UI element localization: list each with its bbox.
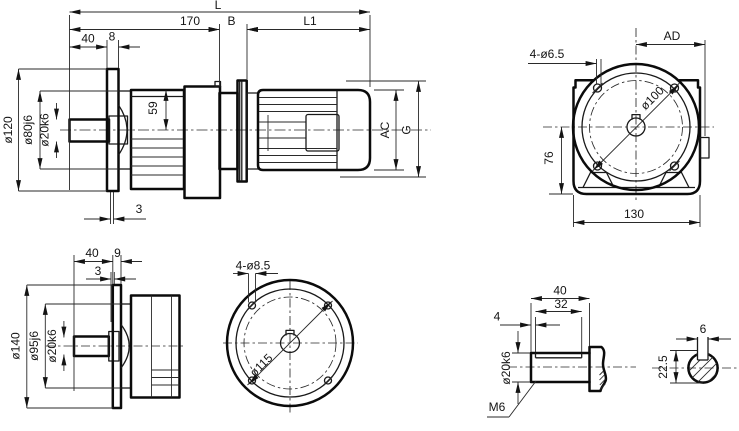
side-tab: [699, 136, 710, 159]
dim-label-AD: AD: [664, 29, 681, 43]
dim-label-M6: M6: [489, 400, 506, 414]
dim-label-130: 130: [624, 207, 644, 221]
collar-break-hatch: [599, 370, 606, 390]
housing-feet: [578, 171, 695, 189]
dim-label-c9: 9: [114, 246, 121, 260]
flange-face-bolt-circle: [243, 296, 337, 390]
side-view: L 170 B L1 40 8 59 ø120 ø80j6 ø20k6 3 AC…: [1, 0, 431, 224]
terminal-box: [305, 113, 340, 152]
dim-label-e-dia20k6: ø20k6: [499, 351, 513, 385]
dim-label-dia120: ø120: [1, 116, 15, 144]
dim-label-key6: 6: [700, 322, 707, 336]
flange-plate: [111, 283, 123, 410]
dim-label-B: B: [227, 14, 235, 28]
dim-label-8: 8: [109, 30, 116, 44]
hole-callout-leader: [528, 59, 602, 86]
section-extension-lines: [670, 350, 703, 384]
flange-housing: [129, 294, 181, 399]
dim-label-4xdia6_5: 4-ø6.5: [530, 47, 565, 61]
bolt-circle-diagonal: [593, 84, 679, 171]
flange-face-inner-circle: [235, 288, 345, 398]
dim-label-AC: AC: [378, 121, 392, 138]
dim-label-e4: 4: [494, 310, 501, 324]
dim-label-e40: 40: [553, 284, 567, 298]
dim-label-dia20k6: ø20k6: [38, 113, 52, 147]
flange-side-view: 40 9 3 ø140 ø95j6 ø20k6: [9, 246, 185, 410]
dim-label-40: 40: [81, 32, 95, 46]
motor-fins: [259, 97, 337, 163]
housing-outline: [572, 79, 702, 196]
gear-housing-ribs: [131, 138, 184, 176]
flange-face-hole-callout: [233, 271, 278, 303]
dim-label-4xdia8_5: 4-ø8.5: [236, 259, 271, 273]
flange-outer-circle: [571, 62, 701, 192]
dim-label-170: 170: [180, 14, 200, 28]
shaft-extension-lines: [512, 303, 590, 383]
dim-label-59: 59: [146, 101, 160, 115]
flange-face-diagonal: [248, 301, 332, 385]
dim-label-dia140: ø140: [9, 332, 23, 360]
side-view-dimension-lines: [16, 9, 421, 222]
dim-label-c40: 40: [85, 246, 99, 260]
dim-label-e32: 32: [554, 297, 568, 311]
section-keyway: [696, 337, 709, 361]
bolt-circle: [589, 80, 683, 174]
shaft-dimension-lines: [487, 296, 590, 418]
bell-arc: [117, 104, 128, 156]
keyway-slot-mask: [696, 350, 709, 360]
section-dimension-lines: [673, 336, 731, 383]
flange-inner-circle: [581, 72, 691, 182]
motor-body: [256, 88, 372, 172]
dim-label-3: 3: [136, 202, 143, 216]
shaft-body: [529, 351, 591, 384]
flange-side-extension-lines: [26, 255, 122, 409]
output-flange: [105, 67, 120, 193]
flange-side-dimension-lines: [24, 259, 142, 408]
flange-bell-arc: [120, 324, 130, 369]
dim-label-22_5: 22.5: [656, 355, 670, 379]
dim-label-G: G: [400, 125, 414, 134]
dim-label-c-dia20k6: ø20k6: [45, 329, 59, 363]
dim-label-c3: 3: [95, 264, 102, 278]
dim-label-dia80j6: ø80j6: [21, 115, 35, 145]
dim-label-76: 76: [542, 151, 556, 165]
flange-face-outer-circle: [225, 278, 355, 408]
dim-label-L1: L1: [303, 14, 317, 28]
shaft-detail-view: 40 32 4 ø20k6 M6: [487, 284, 636, 418]
shaft-section-view: 6 22.5: [652, 322, 738, 384]
dim-label-L: L: [215, 0, 222, 12]
housing-lug: [214, 80, 222, 88]
dim-label-dia95j6: ø95j6: [27, 331, 41, 361]
flange-housing-details: [151, 295, 180, 398]
